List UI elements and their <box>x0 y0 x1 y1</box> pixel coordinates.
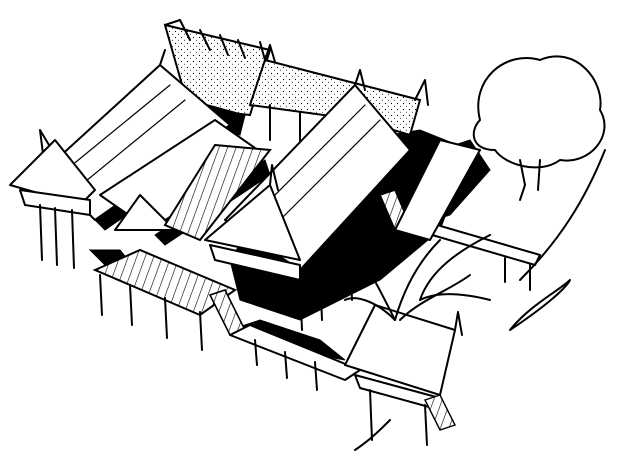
left-gable <box>9 139 96 269</box>
canal <box>354 149 606 451</box>
right-main-house <box>204 69 411 331</box>
tree <box>472 55 606 201</box>
banana-plants <box>344 234 491 321</box>
front-deck <box>92 248 247 351</box>
gate-pavilion <box>344 304 463 446</box>
central-stairs <box>163 143 272 242</box>
